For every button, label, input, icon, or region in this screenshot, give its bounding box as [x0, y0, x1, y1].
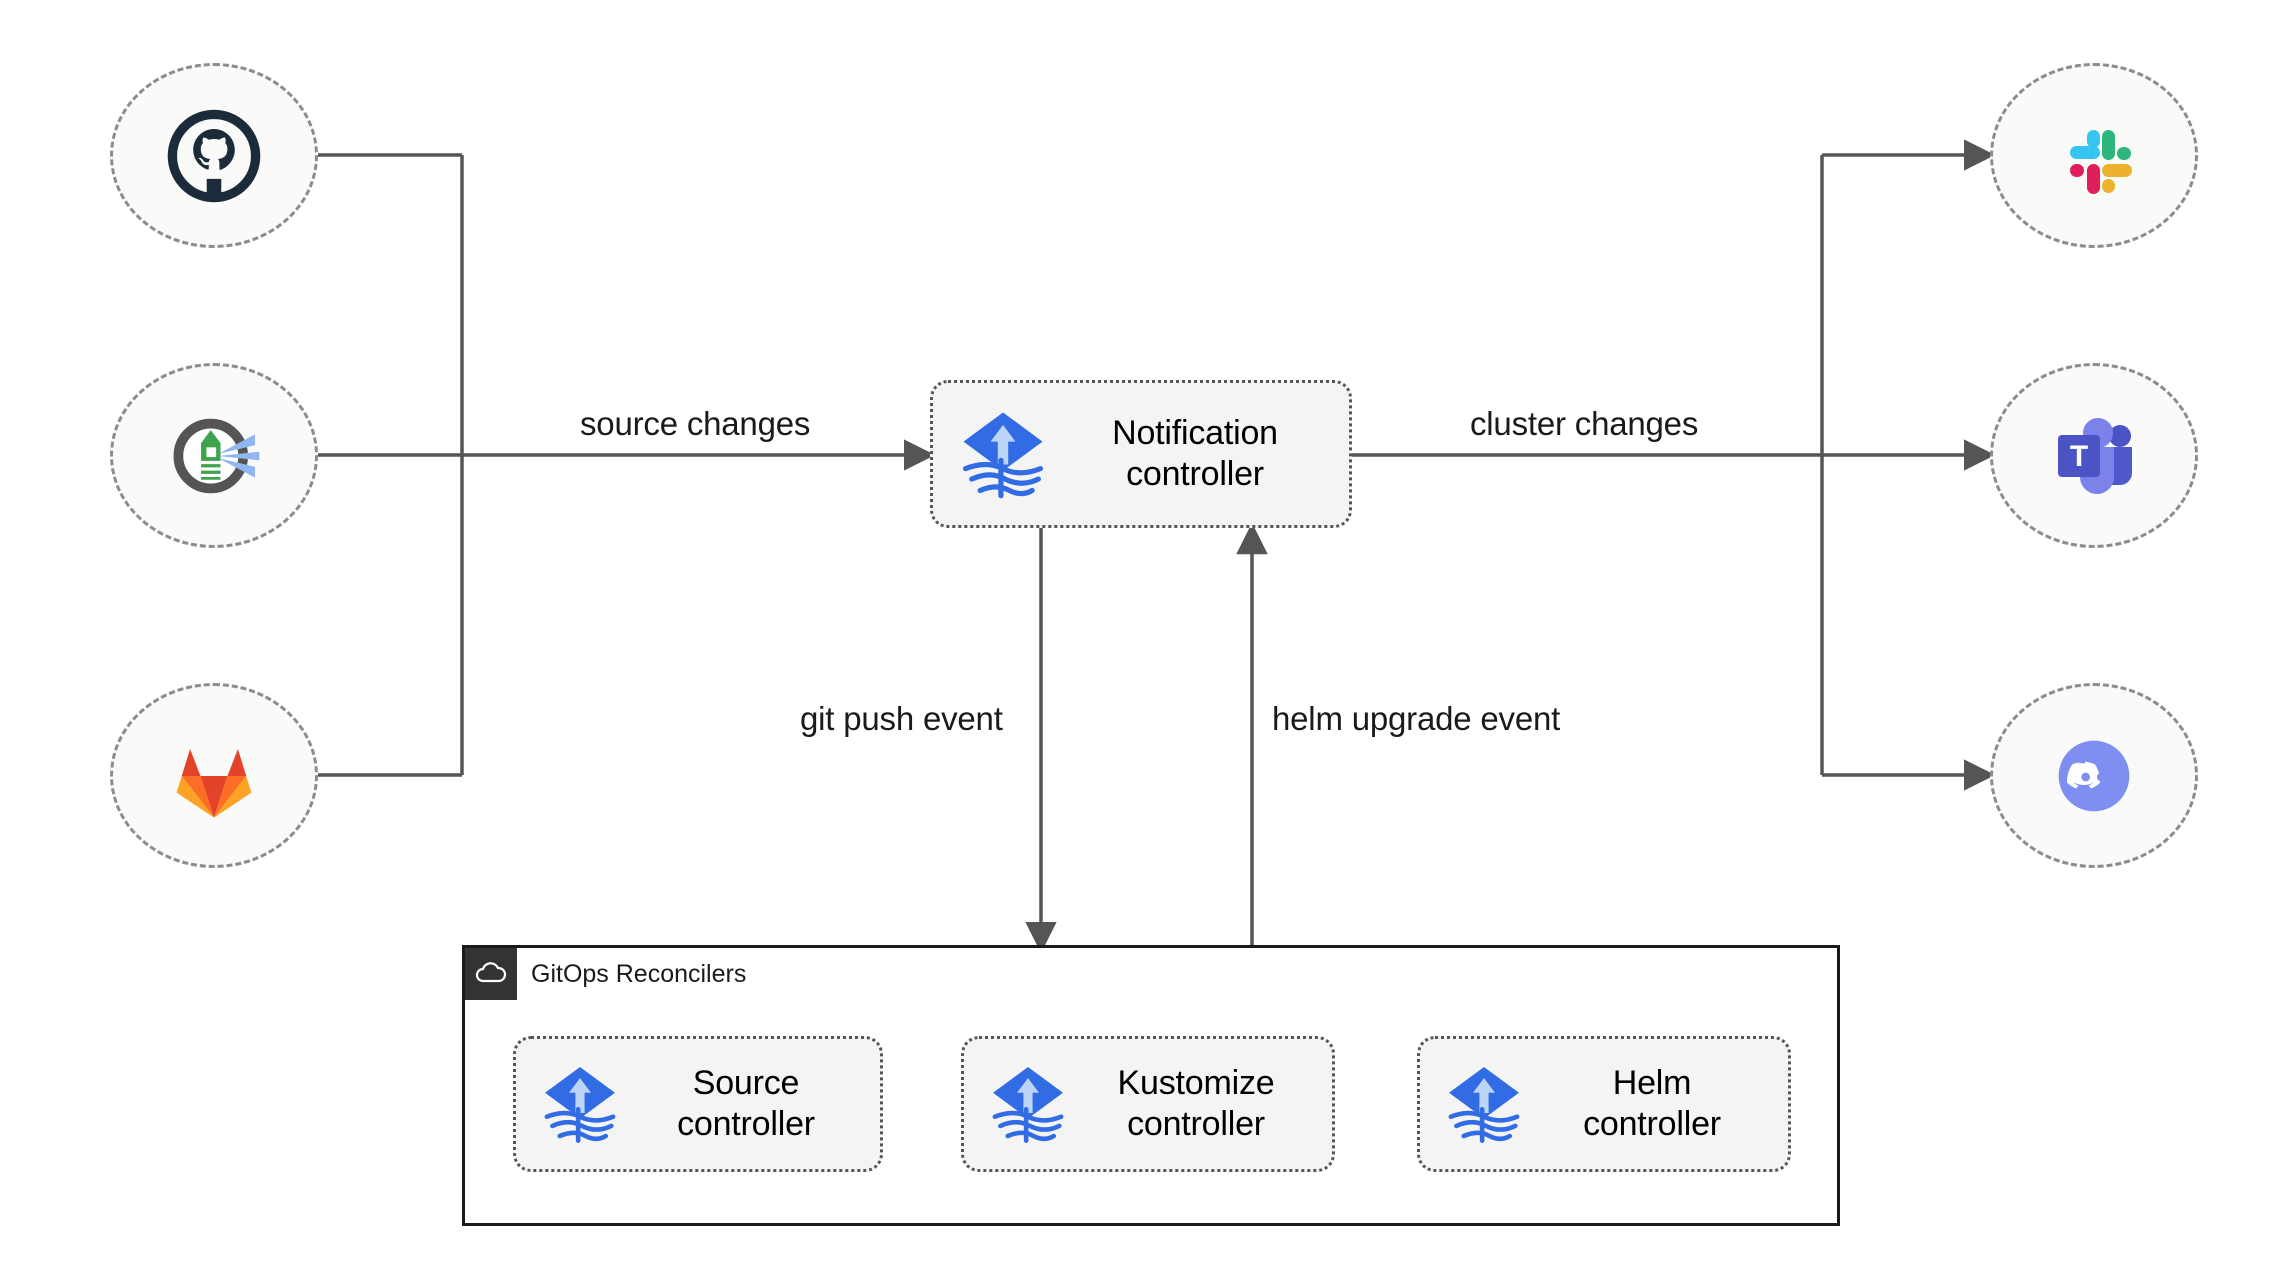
edge-label-helm-upgrade-event: helm upgrade event: [1272, 700, 1561, 737]
edge-label-git-push-event: git push event: [800, 700, 1003, 737]
kustomize-controller-label: Kustomize controller: [1084, 1063, 1314, 1146]
source-controller-label: Source controller: [636, 1063, 862, 1146]
edge-label-source-changes: source changes: [580, 405, 811, 442]
helm-controller-box[interactable]: Helm controller: [1417, 1036, 1791, 1172]
notification-controller-box[interactable]: Notification controller: [930, 380, 1352, 528]
gitops-reconcilers-header: GitOps Reconcilers: [465, 948, 746, 1000]
svg-text:T: T: [2070, 440, 2088, 473]
gitops-reconcilers-container: GitOps Reconcilers Source control: [462, 945, 1840, 1226]
microsoft-teams-icon: T: [2058, 417, 2132, 494]
kustomize-controller-line2: controller: [1127, 1105, 1265, 1143]
flux-icon: [1438, 1056, 1530, 1153]
helm-controller-line1: Helm: [1612, 1063, 1692, 1102]
lighthouse-icon: [173, 418, 260, 493]
source-controller-line2: controller: [677, 1105, 815, 1143]
kustomize-controller-line1: Kustomize: [1117, 1063, 1275, 1102]
helm-controller-label: Helm controller: [1540, 1063, 1770, 1146]
github-icon: [167, 109, 261, 202]
notification-controller-line2: controller: [1126, 455, 1264, 493]
destination-node-discord[interactable]: [1990, 683, 2198, 868]
slack-icon: [2070, 129, 2132, 194]
source-controller-line1: Source: [692, 1063, 800, 1102]
flux-icon: [982, 1056, 1074, 1153]
discord-icon: [2058, 740, 2130, 811]
flux-icon: [951, 400, 1055, 509]
gitlab-icon: [176, 748, 252, 818]
source-node-flux-lighthouse[interactable]: [110, 363, 318, 548]
helm-controller-line2: controller: [1583, 1105, 1721, 1143]
source-node-github[interactable]: [110, 63, 318, 248]
edge-label-cluster-changes: cluster changes: [1470, 405, 1699, 442]
destination-node-slack[interactable]: [1990, 63, 2198, 248]
gitops-reconcilers-title: GitOps Reconcilers: [531, 959, 747, 988]
destination-node-teams[interactable]: T: [1990, 363, 2198, 548]
notification-controller-line1: Notification: [1112, 413, 1278, 452]
source-node-gitlab[interactable]: [110, 683, 318, 868]
notification-controller-label: Notification controller: [1065, 413, 1331, 496]
flux-icon: [534, 1056, 626, 1153]
kustomize-controller-box[interactable]: Kustomize controller: [961, 1036, 1335, 1172]
source-controller-box[interactable]: Source controller: [513, 1036, 883, 1172]
cloud-icon: [465, 948, 517, 1000]
